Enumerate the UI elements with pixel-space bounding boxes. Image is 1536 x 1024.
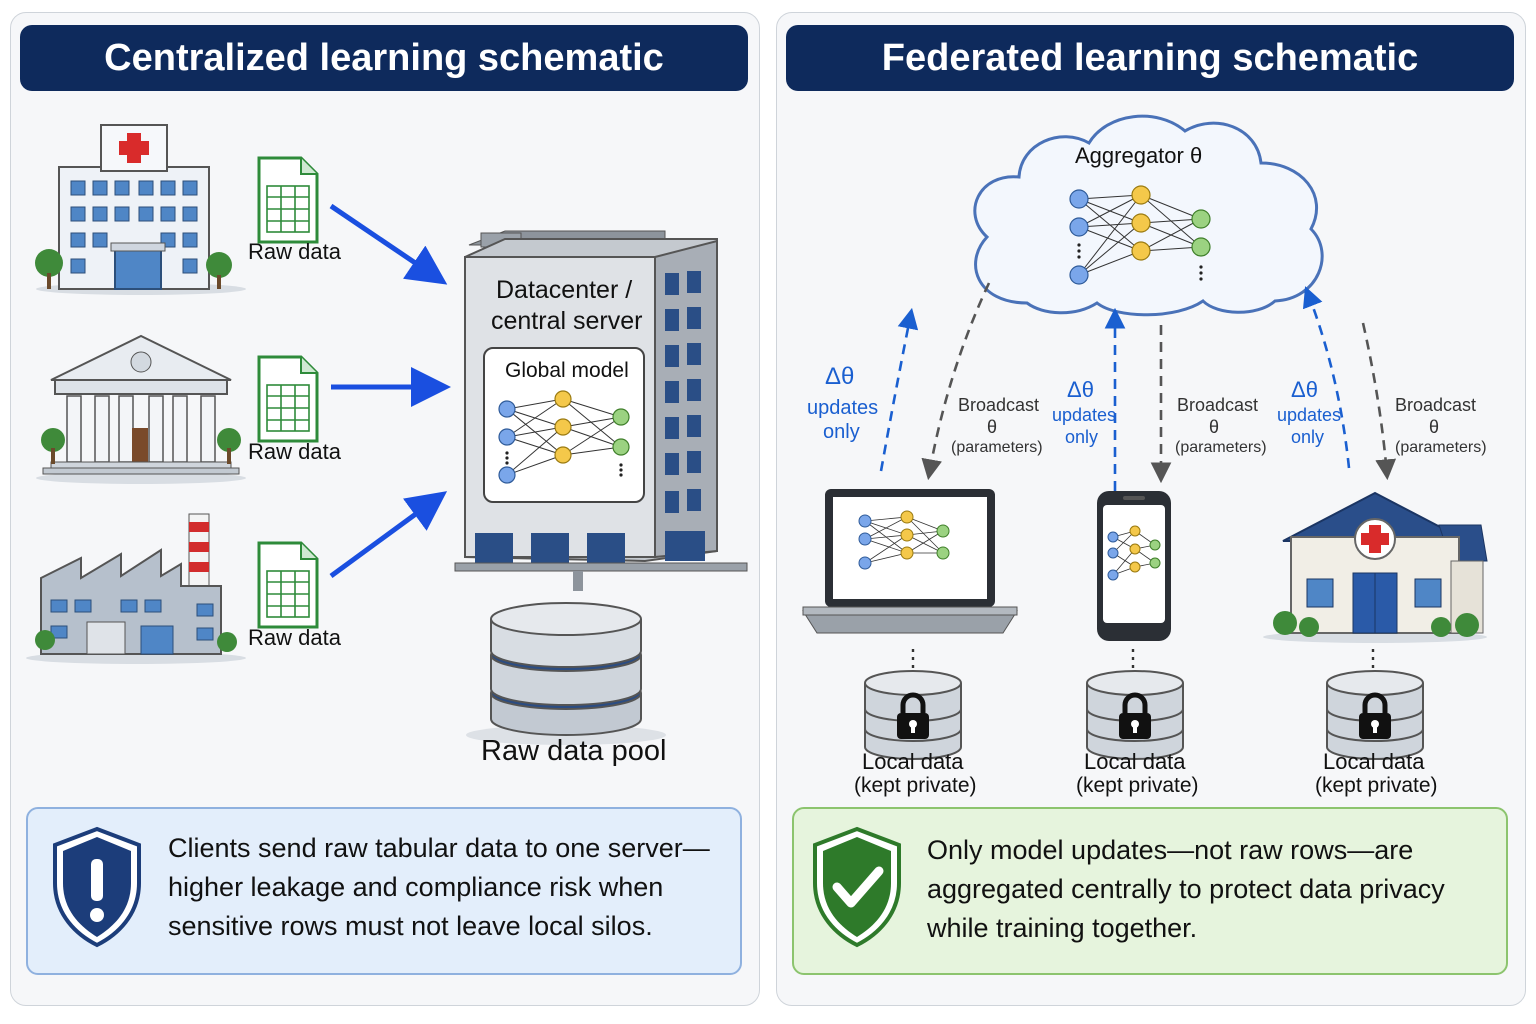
note-line: aggregated centrally to protect data pri… [927, 874, 1445, 904]
theta-label: θ [987, 417, 998, 437]
kept-private-label: (kept private) [1076, 774, 1199, 797]
warning-shield-icon [53, 826, 141, 948]
laptop-icon [802, 489, 1018, 634]
delta-theta-label: Δθ [825, 363, 855, 390]
server-label-line1: Datacenter / [496, 276, 633, 304]
note-line: higher leakage and compliance risk when [168, 872, 664, 902]
aggregator-cloud-icon [973, 114, 1324, 317]
federated-panel: Federated learning schematic Aggregator … [776, 12, 1526, 1006]
parameters-label: (parameters) [1175, 439, 1267, 456]
smartphone-icon [1097, 491, 1171, 641]
broadcast-label: Broadcast [958, 395, 1040, 415]
global-model-label: Global model [505, 359, 629, 382]
theta-label: θ [1429, 417, 1440, 437]
arrow-hospital-to-server [329, 203, 448, 285]
note-line: sensitive rows must not leave local silo… [168, 911, 653, 941]
update-arrow-laptop [879, 307, 919, 472]
only-label: only [1065, 427, 1099, 447]
centralized-risk-callout [26, 807, 742, 975]
spreadsheet-icon [257, 355, 319, 443]
broadcast-label: Broadcast [1395, 395, 1477, 415]
spreadsheet-icon [257, 541, 319, 629]
check-shield-icon [813, 826, 901, 948]
only-label: only [1291, 427, 1325, 447]
federated-privacy-text: Only model updates—not raw rows—are aggr… [927, 831, 1497, 948]
federated-arrows [879, 282, 1397, 669]
raw-data-pool-label: Raw data pool [481, 735, 667, 767]
delta-theta-label: Δθ [1067, 377, 1094, 402]
centralized-panel: Centralized learning schematic [10, 12, 760, 1006]
broadcast-arrow-laptop [921, 282, 991, 481]
raw-data-label: Raw data [248, 239, 341, 264]
raw-data-arrows [329, 203, 451, 579]
clinic-building-icon [1263, 491, 1488, 643]
only-label: only [823, 421, 860, 443]
aggregator-neural-network-icon [1069, 185, 1211, 285]
locked-database-icon [864, 670, 962, 760]
local-data-label: Local data [1084, 749, 1186, 774]
parameters-label: (parameters) [951, 439, 1043, 456]
federated-title: Federated learning schematic [786, 25, 1514, 91]
update-arrow-clinic [1302, 286, 1351, 469]
data-pool-database-icon [466, 602, 666, 745]
updates-label: updates [807, 397, 879, 419]
kept-private-label: (kept private) [854, 774, 977, 797]
updates-label: updates [1277, 405, 1342, 425]
note-line: Clients send raw tabular data to one ser… [168, 833, 710, 863]
parameters-label: (parameters) [1395, 439, 1487, 456]
server-label-line2: central server [491, 307, 643, 335]
neural-network-icon [498, 390, 630, 484]
arrow-factory-to-server [329, 491, 448, 579]
kept-private-label: (kept private) [1315, 774, 1438, 797]
delta-theta-label: Δθ [1291, 377, 1318, 402]
locked-database-icon [1086, 670, 1184, 760]
updates-label: updates [1052, 405, 1117, 425]
factory-building-icon [26, 513, 246, 664]
federated-privacy-callout [792, 807, 1508, 975]
raw-data-label: Raw data [248, 439, 341, 464]
broadcast-label: Broadcast [1177, 395, 1259, 415]
local-data-label: Local data [862, 749, 964, 774]
centralized-title: Centralized learning schematic [20, 25, 748, 91]
centralized-risk-text: Clients send raw tabular data to one ser… [168, 829, 728, 946]
aggregator-label: Aggregator θ [1075, 143, 1203, 168]
raw-data-label: Raw data [248, 625, 341, 650]
theta-label: θ [1209, 417, 1220, 437]
note-line: Only model updates—not raw rows—are [927, 835, 1414, 865]
spreadsheet-icon [257, 156, 319, 244]
note-line: while training together. [927, 913, 1198, 943]
hospital-building-icon [35, 124, 246, 295]
locked-database-icon [1326, 670, 1424, 760]
broadcast-arrow-clinic [1361, 322, 1397, 481]
local-data-label: Local data [1323, 749, 1425, 774]
bank-building-icon [36, 334, 246, 484]
